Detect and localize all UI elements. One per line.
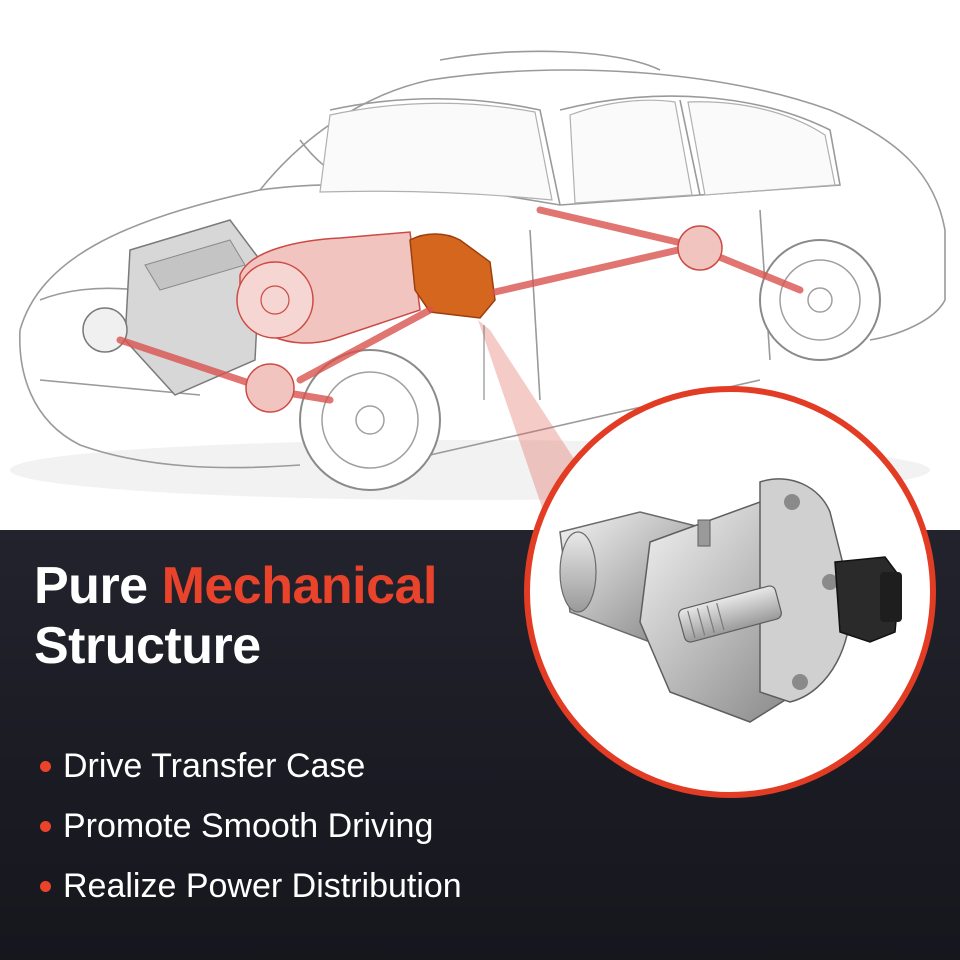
feature-item: Drive Transfer Case xyxy=(40,736,462,796)
feature-text: Drive Transfer Case xyxy=(63,746,366,785)
feature-text: Realize Power Distribution xyxy=(63,866,462,905)
feature-item: Promote Smooth Driving xyxy=(40,796,462,856)
feature-item: Realize Power Distribution xyxy=(40,856,462,916)
transfer-case-product-image xyxy=(559,478,902,723)
headline-word-pure: Pure xyxy=(34,557,162,615)
feature-list: Drive Transfer Case Promote Smooth Drivi… xyxy=(40,736,462,916)
headline: Pure Mechanical Structure xyxy=(34,556,437,676)
bullet-dot-icon xyxy=(40,880,51,892)
bullet-dot-icon xyxy=(40,820,51,832)
product-zoom-circle xyxy=(524,386,936,798)
front-wheel xyxy=(299,349,441,491)
transmission xyxy=(236,231,421,344)
headline-accent-word: Mechanical xyxy=(161,557,438,615)
bullet-dot-icon xyxy=(40,760,51,772)
headline-line-2: Structure xyxy=(34,617,261,675)
feature-text: Promote Smooth Driving xyxy=(63,806,434,845)
rear-wheel xyxy=(759,239,881,361)
transfer-case-highlight xyxy=(409,233,496,319)
engine-block xyxy=(82,219,261,396)
